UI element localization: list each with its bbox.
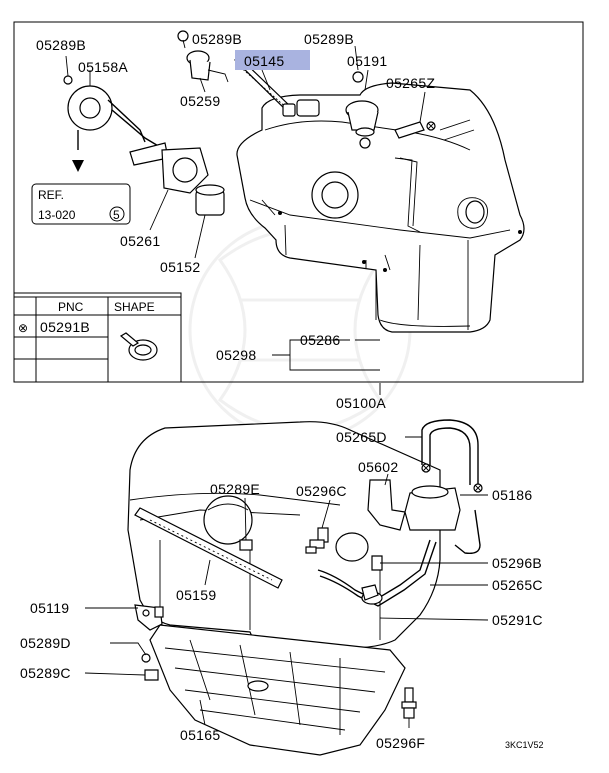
- label-05296B: 05296B: [492, 555, 542, 571]
- table-header-pnc: PNC: [58, 300, 84, 314]
- skid-plate-05165: [149, 624, 406, 756]
- label-05145: 05145: [244, 53, 284, 69]
- label-05159: 05159: [176, 587, 216, 603]
- bolt-05296F: [401, 687, 417, 719]
- clamp-shape-icon: [119, 332, 158, 361]
- strap-05159: [134, 507, 283, 589]
- label-05289C: 05289C: [20, 665, 71, 681]
- label-05296C: 05296C: [296, 483, 347, 499]
- label-05289D: 05289D: [20, 635, 71, 651]
- ref-label: REF.: [38, 188, 64, 202]
- clamp-05291C: [361, 584, 383, 605]
- reference-box: REF. 13-020 5: [31, 183, 131, 225]
- gasket-05261: [161, 147, 209, 194]
- strainer-05152: [195, 184, 225, 216]
- label-05165: 05165: [180, 727, 220, 743]
- label-05158A: 05158A: [78, 59, 128, 75]
- highlight-05145: [235, 50, 310, 70]
- fuel-filter-05186: [404, 485, 461, 531]
- fuel-tank-lower: [127, 421, 441, 649]
- label-05265D: 05265D: [336, 429, 387, 445]
- label-05261: 05261: [120, 233, 160, 249]
- label-05289B-a: 05289B: [192, 31, 242, 47]
- pump-body: [335, 532, 369, 562]
- nut-05289E: [239, 539, 253, 551]
- label-05119: 05119: [30, 600, 69, 616]
- bolt-05296C: [305, 527, 329, 554]
- label-05191: 05191: [347, 53, 387, 69]
- bracket-05602: [367, 479, 406, 531]
- ref-circled-number: 5: [113, 208, 120, 222]
- table-row-symbol: ⊗: [18, 321, 28, 335]
- bolt-05296B: [371, 555, 383, 571]
- shape-table: PNC SHAPE ⊗ 05291B: [13, 296, 182, 383]
- label-05298: 05298: [216, 347, 256, 363]
- label-05186: 05186: [492, 487, 532, 503]
- hose-05265Z: [394, 119, 475, 141]
- label-05286: 05286: [300, 332, 340, 348]
- label-05265C: 05265C: [492, 577, 543, 593]
- label-05100A: 05100A: [336, 395, 386, 411]
- label-05289B-b: 05289B: [304, 31, 354, 47]
- hose-05265C: [317, 539, 431, 601]
- ref-page: 13-020: [38, 208, 76, 222]
- bolt-05289C: [144, 669, 159, 681]
- label-05291C: 05291C: [492, 612, 543, 628]
- fuel-gauge-unit: [233, 57, 296, 117]
- table-header-shape: SHAPE: [114, 300, 155, 314]
- label-05265Z: 05265Z: [386, 75, 435, 91]
- table-row-pnc: 05291B: [40, 319, 90, 335]
- nut-05289B: [352, 71, 364, 83]
- upper-section-frame: [13, 21, 584, 383]
- leader-lines: [65, 39, 489, 728]
- label-05296F: 05296F: [376, 735, 425, 751]
- sender-05158A: [63, 75, 169, 172]
- label-05289B-left: 05289B: [36, 37, 86, 53]
- diagram-code: 3KC1V52: [505, 740, 544, 750]
- bracket-05119: [134, 604, 164, 631]
- hose-05265D: [421, 419, 479, 485]
- label-05259: 05259: [180, 93, 220, 109]
- nut-05289D: [141, 653, 151, 663]
- label-05602: 05602: [358, 459, 398, 475]
- filler-cap-05191: [345, 100, 379, 149]
- fuel-tank-upper: [236, 82, 525, 333]
- label-05152: 05152: [160, 259, 200, 275]
- label-05289E: 05289E: [210, 481, 260, 497]
